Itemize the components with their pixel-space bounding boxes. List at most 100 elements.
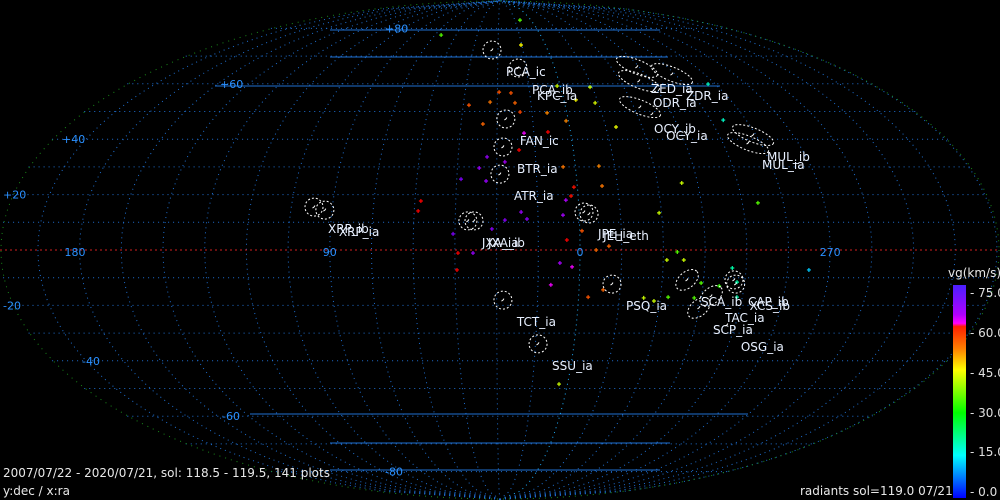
- radiant-point: [692, 295, 697, 300]
- radiant-point: [522, 131, 527, 136]
- shower-label: TCT_ia: [516, 315, 556, 329]
- radiant-point: [519, 210, 524, 215]
- radiant-point: [721, 118, 726, 123]
- shower-ellipse: [618, 96, 662, 119]
- shower-circle: [304, 197, 324, 217]
- shower-center-icon: [610, 282, 614, 286]
- shower-center-icon: [638, 105, 642, 109]
- shower-label: ZDR_ia: [686, 89, 729, 103]
- radiant-point: [548, 282, 553, 287]
- shower-circle: [726, 274, 746, 294]
- shower-ellipse: [617, 70, 661, 93]
- colorbar-tick-label: - 75.0: [970, 286, 1000, 301]
- shower-center-icon: [732, 278, 736, 282]
- shower-center-icon: [504, 117, 508, 121]
- dec-tick-label: +60: [220, 78, 243, 91]
- colorbar-tick-label: - 60.0: [970, 326, 1000, 340]
- radiant-point: [564, 118, 569, 123]
- radiant-point: [651, 298, 656, 303]
- ra-tick-label: 90: [323, 246, 337, 259]
- meridian-line: [204, 0, 501, 500]
- shower-label: SCA_ib: [701, 295, 742, 309]
- dec-tick-label: -60: [222, 410, 240, 423]
- dec-tick-label: +40: [62, 133, 85, 146]
- radiant-point: [489, 226, 494, 231]
- shower-label: PCA_ib: [532, 83, 573, 97]
- shower-label: FAN_ic: [520, 134, 559, 148]
- shower-ellipse: [699, 285, 723, 307]
- radiant-point: [730, 266, 735, 271]
- shower-ellipse: [675, 269, 699, 291]
- velocity-colorbar: [953, 285, 966, 498]
- shower-ellipse: [687, 297, 711, 319]
- shower-label: CAP_ib: [748, 295, 789, 309]
- radiant-point: [706, 82, 711, 87]
- shower-center-icon: [587, 212, 591, 216]
- radiant-point: [571, 185, 576, 190]
- radiant-point: [601, 287, 606, 292]
- radiant-point: [564, 238, 569, 243]
- radiant-point: [586, 295, 591, 300]
- radiant-point: [518, 110, 523, 115]
- radiant-point: [596, 164, 601, 169]
- radiant-point: [579, 228, 584, 233]
- shower-circle: [508, 58, 528, 78]
- radiant-point: [439, 33, 444, 38]
- shower-center-icon: [516, 66, 520, 70]
- colorbar-tick-label: - 0.0: [970, 485, 998, 499]
- radiant-point: [563, 198, 568, 203]
- radiant-point: [502, 218, 507, 223]
- radiant-point: [717, 284, 722, 289]
- colorbar-title: vg(km/s): [948, 266, 1000, 280]
- shower-circle: [493, 290, 513, 310]
- radiant-point: [418, 198, 423, 203]
- radiant-point: [555, 84, 560, 89]
- shower-circle: [574, 202, 594, 222]
- meteor-showers: PCA_icPCA_ibKPC_iaFAN_icBTR_iaATR_iaZED_…: [304, 40, 810, 373]
- shower-circle: [458, 211, 478, 231]
- shower-center-icon: [472, 219, 476, 223]
- shower-ellipse: [615, 55, 658, 78]
- radiant-point: [519, 43, 524, 48]
- radiant-point: [614, 125, 619, 130]
- radiant-point: [675, 249, 680, 254]
- shower-label: JXA_ib: [487, 236, 525, 250]
- dec-tick-label: -40: [82, 355, 100, 368]
- radiant-point: [600, 184, 605, 189]
- radiant-point: [666, 295, 671, 300]
- shower-label: MUL_ib: [767, 150, 810, 164]
- radiant-point: [497, 90, 502, 95]
- shower-center-icon: [466, 219, 470, 223]
- radiants-sol-text: radiants sol=119.0 07/21: [800, 484, 953, 498]
- radiant-point: [593, 100, 598, 105]
- shower-center-icon: [582, 210, 586, 214]
- radiant-point: [734, 295, 739, 300]
- radiant-point: [545, 110, 550, 115]
- shower-label: SSU_ia: [552, 359, 593, 373]
- shower-circle: [493, 137, 513, 157]
- meridian-line: [79, 0, 501, 500]
- radiant-point: [560, 213, 565, 218]
- radiant-point: [573, 97, 578, 102]
- shower-center-icon: [685, 278, 689, 282]
- shower-ellipse: [650, 63, 694, 86]
- shower-label: JEH_eth: [602, 229, 649, 243]
- date-range-text: 2007/07/22 - 2020/07/21, sol: 118.5 - 11…: [3, 466, 330, 480]
- radiant-point: [454, 267, 459, 272]
- ra-tick-label: 180: [65, 246, 86, 259]
- radiant-point: [699, 280, 704, 285]
- radiant-point: [557, 382, 562, 387]
- shower-label: MUL_ia: [762, 158, 805, 172]
- colorbar-tick-label: - 15.0: [970, 445, 1000, 460]
- radiant-point: [657, 210, 662, 215]
- dec-tick-label: -20: [3, 299, 21, 312]
- radiant-point: [484, 179, 489, 184]
- shower-circle: [464, 211, 484, 231]
- meridian-line: [499, 0, 539, 500]
- shower-circle: [724, 270, 744, 290]
- shower-circle: [482, 40, 502, 60]
- radiant-point: [470, 251, 475, 256]
